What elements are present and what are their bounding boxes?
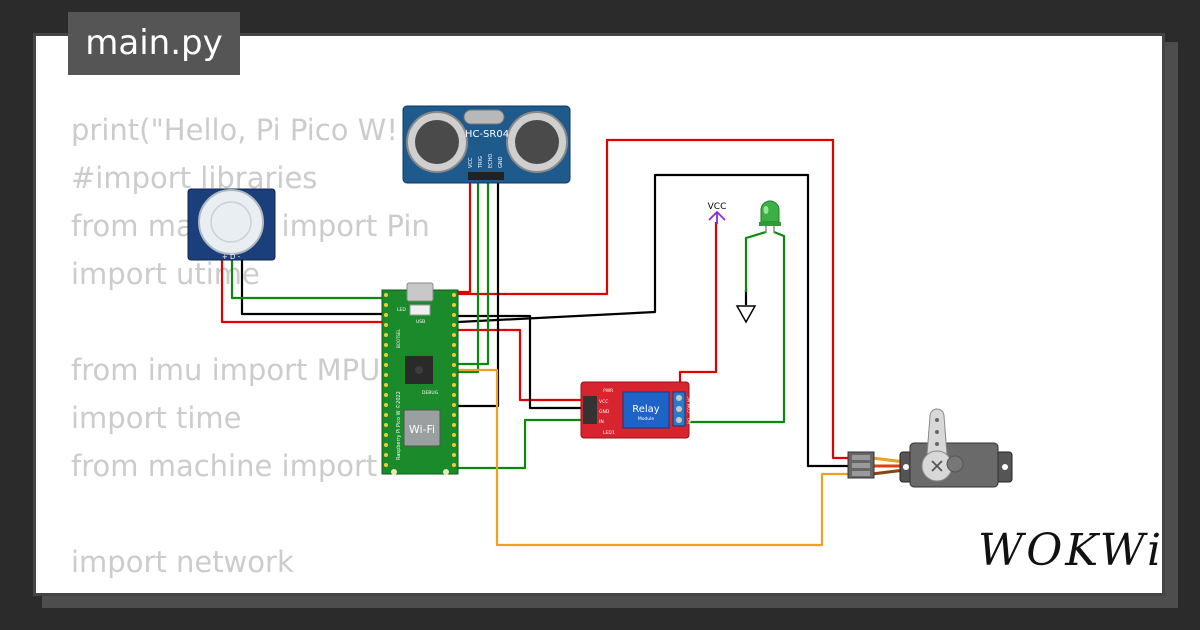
pir-sensor[interactable]: + D -	[187, 188, 276, 261]
ultrasonic-crystal	[463, 109, 505, 125]
ultrasonic-transmitter-mesh	[415, 120, 459, 164]
ultrasonic-header	[468, 172, 504, 180]
relay-pin-led1: LED1	[603, 430, 615, 436]
ultrasonic-pin-vcc: VCC	[468, 157, 474, 168]
relay-terminal-nc: NC	[687, 396, 692, 402]
pico-chip-dot	[415, 366, 423, 374]
vcc-label: VCC	[708, 202, 727, 212]
servo-motor[interactable]	[847, 408, 1013, 488]
code-line-4: import utime	[71, 257, 260, 291]
pir-pin-labels: + D -	[222, 253, 241, 261]
wire-red-relay-vcc[interactable]	[452, 328, 585, 402]
pico-usb-port	[406, 282, 434, 302]
ground-triangle	[735, 305, 757, 324]
servo-connector-pin-2	[852, 463, 870, 468]
relay-pin-vcc: VCC	[599, 399, 608, 405]
ultrasonic-sensor[interactable]: HC-SR04 VCC TRIG ECHO GND	[402, 105, 571, 184]
pico-w-board[interactable]: LED USB BOOTSEL DEBUG Wi-Fi Raspberry Pi…	[381, 282, 459, 475]
code-line-7: import time	[71, 401, 242, 435]
file-title[interactable]: main.py	[68, 12, 240, 75]
pico-debug-label: DEBUG	[422, 390, 439, 396]
code-preview: print("Hello, Pi Pico W!#import librarie…	[71, 106, 454, 593]
pico-pins-left	[384, 293, 388, 467]
relay-terminal-screw-1[interactable]	[676, 395, 682, 401]
pico-pins-right	[452, 293, 456, 467]
servo-horn-hole-1	[935, 418, 939, 422]
wire-red-servo-vcc[interactable]	[452, 138, 850, 460]
wires	[220, 138, 906, 547]
code-line-8: from machine import	[71, 449, 378, 483]
ultrasonic-pin-gnd: GND	[498, 156, 504, 168]
relay-pin-pwr: PWR	[603, 388, 613, 394]
ground-symbol[interactable]	[735, 305, 757, 324]
pico-bootsel-label: BOOTSEL	[396, 329, 401, 348]
pico-wifi-module	[403, 409, 441, 447]
pico-wifi-label: Wi-Fi	[409, 423, 435, 436]
pico-mount-holes	[391, 469, 449, 475]
green-led[interactable]	[759, 200, 781, 233]
relay-pin-header	[583, 396, 597, 424]
pir-dome	[198, 189, 264, 255]
ultrasonic-label: HC-SR04	[465, 129, 509, 140]
relay-module[interactable]: PWR VCC GND IN LED1 Relay Module NC COM …	[580, 381, 692, 439]
code-line-1: print("Hello, Pi Pico W!	[71, 113, 398, 147]
wire-green-led-anode[interactable]	[690, 230, 786, 424]
ultrasonic-pin-trig: TRIG	[478, 156, 484, 169]
pir-dome-inner	[210, 201, 252, 243]
wire-green-trig[interactable]	[458, 180, 480, 374]
led-highlight	[763, 206, 769, 214]
wire-green-pir-data[interactable]	[230, 256, 390, 300]
wire-green-echo[interactable]	[458, 180, 490, 366]
relay-body	[622, 391, 670, 429]
wire-black-servo-gnd[interactable]	[457, 173, 850, 468]
servo-screw	[931, 460, 943, 472]
servo-gear-secondary	[946, 455, 964, 473]
relay-terminal-screw-2[interactable]	[676, 406, 682, 412]
relay-title: Relay	[632, 404, 660, 415]
wire-red-pir-vcc[interactable]	[220, 255, 390, 324]
pico-usb-label: USB	[416, 319, 425, 325]
wire-red-vcc-symbol[interactable]	[678, 222, 718, 398]
wokwi-logo: WOKWi	[978, 525, 1165, 576]
servo-horn-hole-2	[935, 430, 939, 434]
relay-pin-in: IN	[599, 419, 604, 425]
pico-bootsel-button[interactable]	[409, 304, 431, 316]
vcc-symbol[interactable]: VCC	[708, 202, 727, 224]
servo-connector-pin-3	[852, 471, 870, 476]
relay-terminal-screw-3[interactable]	[676, 417, 682, 423]
relay-terminal-com: COM	[687, 403, 692, 413]
relay-subtitle: Module	[638, 416, 655, 422]
pico-led-label: LED	[397, 307, 406, 313]
wire-orange-servo-signal[interactable]	[458, 368, 850, 547]
relay-pin-gnd: GND	[599, 409, 610, 415]
servo-connector-pin-1	[852, 455, 870, 460]
relay-terminal-no: NO	[687, 418, 692, 424]
wire-green-relay-in[interactable]	[452, 418, 585, 470]
servo-horn-hole-3	[935, 442, 939, 446]
wire-black-relay-gnd[interactable]	[452, 314, 585, 410]
code-line-10: import network	[71, 545, 294, 579]
pico-model-label: Raspberry Pi Pico W ©2022	[395, 391, 402, 460]
wire-black-pir-gnd[interactable]	[240, 256, 390, 316]
wire-green-led-cathode[interactable]	[744, 230, 767, 292]
ultrasonic-receiver-mesh	[515, 120, 559, 164]
servo-mount-hole-right	[1002, 464, 1008, 470]
servo-mount-hole-left	[903, 464, 909, 470]
wire-red-ultrasonic-vcc[interactable]	[452, 178, 472, 294]
ultrasonic-pin-echo: ECHO	[488, 154, 494, 168]
led-base	[759, 222, 781, 226]
